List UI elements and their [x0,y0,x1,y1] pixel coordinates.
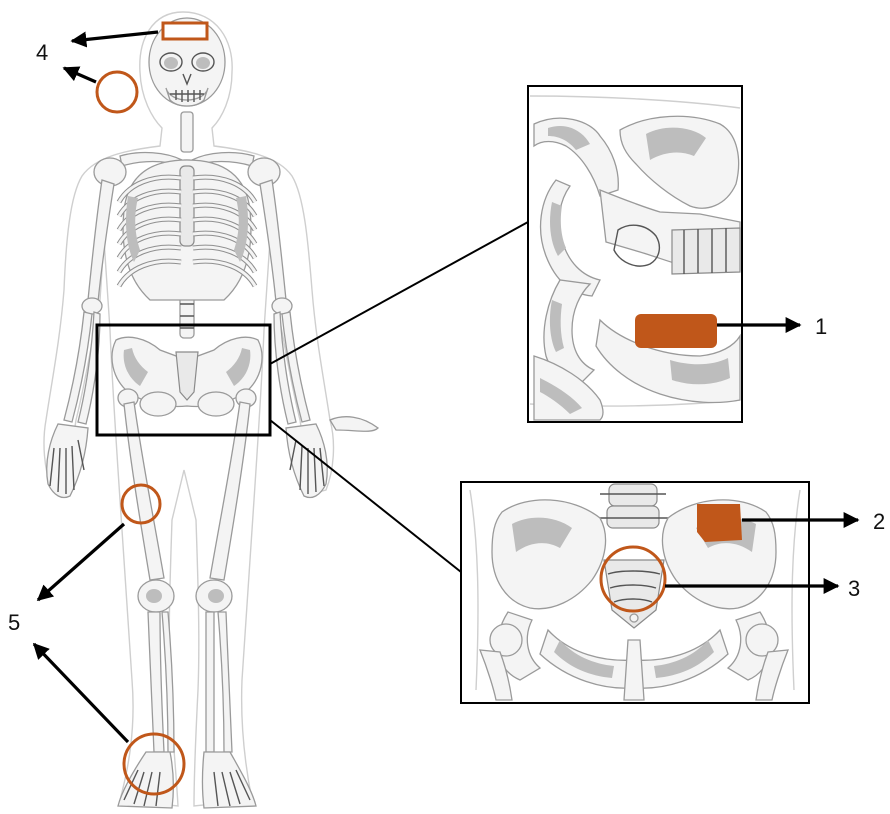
left-arm [260,180,378,498]
ilium-marker-1 [635,314,717,348]
right-arm [47,180,114,498]
scalp-circle-marker [97,72,137,112]
arrow-4-scalp [64,68,96,82]
callout-3: 3 [848,576,860,601]
arrow-5-knee [38,524,124,600]
zoom-line-upper [270,222,528,364]
callout-4: 4 [36,40,48,65]
zoom-line-lower [270,420,461,572]
iliac-crest-marker-2 [697,504,742,542]
arrow-5-ankle [34,644,128,742]
ribcage [119,160,255,300]
inset-pelvis-anterior: 2 3 [461,482,885,703]
callout-5: 5 [8,610,20,635]
forehead-marker [163,23,207,39]
inset-ilium-posterior: 1 [528,86,827,422]
callout-2: 2 [873,509,885,534]
callout-1: 1 [815,314,827,339]
